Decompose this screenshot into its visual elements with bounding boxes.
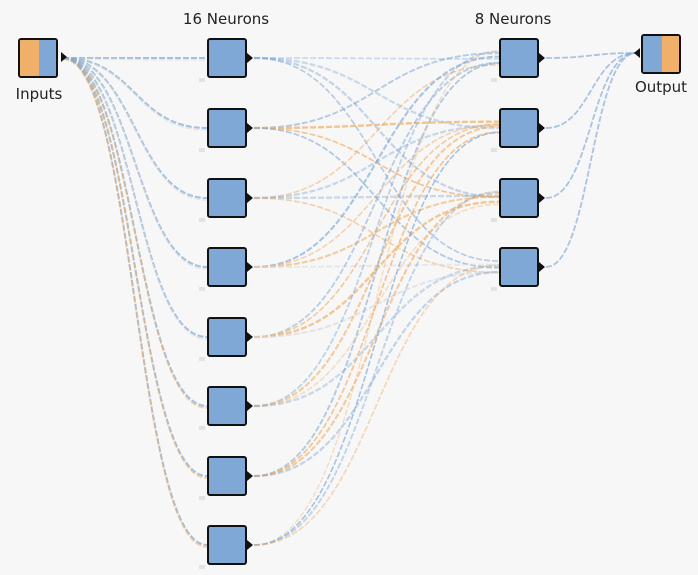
hidden2-neuron-4[interactable] [491, 247, 545, 291]
output-node[interactable] [641, 34, 681, 74]
hidden-layer-1-label: 16 Neurons [182, 10, 270, 28]
hidden2-neuron-1[interactable] [491, 38, 545, 82]
input-node[interactable] [18, 38, 58, 78]
connection-link-32 [253, 61, 500, 338]
connection-link-45 [253, 131, 500, 546]
connection-link-7 [62, 58, 208, 270]
connection-link-35 [253, 271, 500, 339]
connection-link-21 [253, 120, 500, 130]
connection-link-48 [545, 52, 637, 59]
connection-link-20 [253, 52, 500, 129]
input-label: Inputs [15, 85, 63, 103]
connection-link-13 [62, 58, 208, 479]
connection-link-16 [253, 57, 500, 60]
hidden1-neuron-5[interactable] [199, 317, 253, 361]
connection-link-41 [253, 131, 500, 477]
hidden1-neuron-3[interactable] [199, 178, 253, 222]
connection-link-18 [253, 56, 500, 198]
connection-link-9 [62, 58, 208, 340]
connection-link-2 [62, 57, 208, 129]
output-label: Output [634, 78, 688, 96]
hidden1-neuron-2[interactable] [199, 108, 253, 152]
input-output-tick [61, 52, 67, 62]
connection-link-26 [253, 194, 500, 200]
connection-link-43 [253, 271, 500, 478]
hidden1-neuron-6[interactable] [199, 386, 253, 430]
connection-link-5 [62, 58, 208, 201]
connection-link-17 [253, 56, 500, 130]
hidden2-neuron-2[interactable] [491, 108, 545, 152]
connection-link-1 [62, 58, 208, 61]
connection-link-19 [253, 57, 500, 262]
connection-link-37 [253, 125, 500, 408]
connection-link-38 [253, 203, 500, 407]
connection-link-51 [545, 52, 637, 268]
output-input-tick [634, 48, 640, 58]
hidden2-neuron-3[interactable] [491, 178, 545, 222]
connection-link-11 [62, 58, 208, 409]
connection-link-49 [545, 52, 637, 129]
connection-link-29 [253, 123, 500, 268]
hidden-layer-2-label: 8 Neurons [474, 10, 552, 28]
connection-link-46 [253, 190, 500, 546]
hidden1-neuron-7[interactable] [199, 456, 253, 500]
connection-link-33 [253, 123, 500, 338]
connection-link-42 [253, 192, 500, 478]
connection-link-44 [253, 50, 500, 546]
connection-link-50 [545, 52, 637, 199]
connection-link-15 [62, 58, 208, 548]
connection-link-24 [253, 63, 500, 199]
connection-link-28 [253, 55, 500, 269]
connection-link-47 [253, 264, 500, 546]
hidden1-neuron-4[interactable] [199, 247, 253, 291]
hidden1-neuron-8[interactable] [199, 525, 253, 569]
hidden1-neuron-1[interactable] [199, 38, 253, 82]
connection-link-40 [253, 62, 500, 477]
connection-link-36 [253, 50, 500, 407]
connection-link-27 [253, 197, 500, 274]
connection-link-3 [62, 58, 208, 131]
